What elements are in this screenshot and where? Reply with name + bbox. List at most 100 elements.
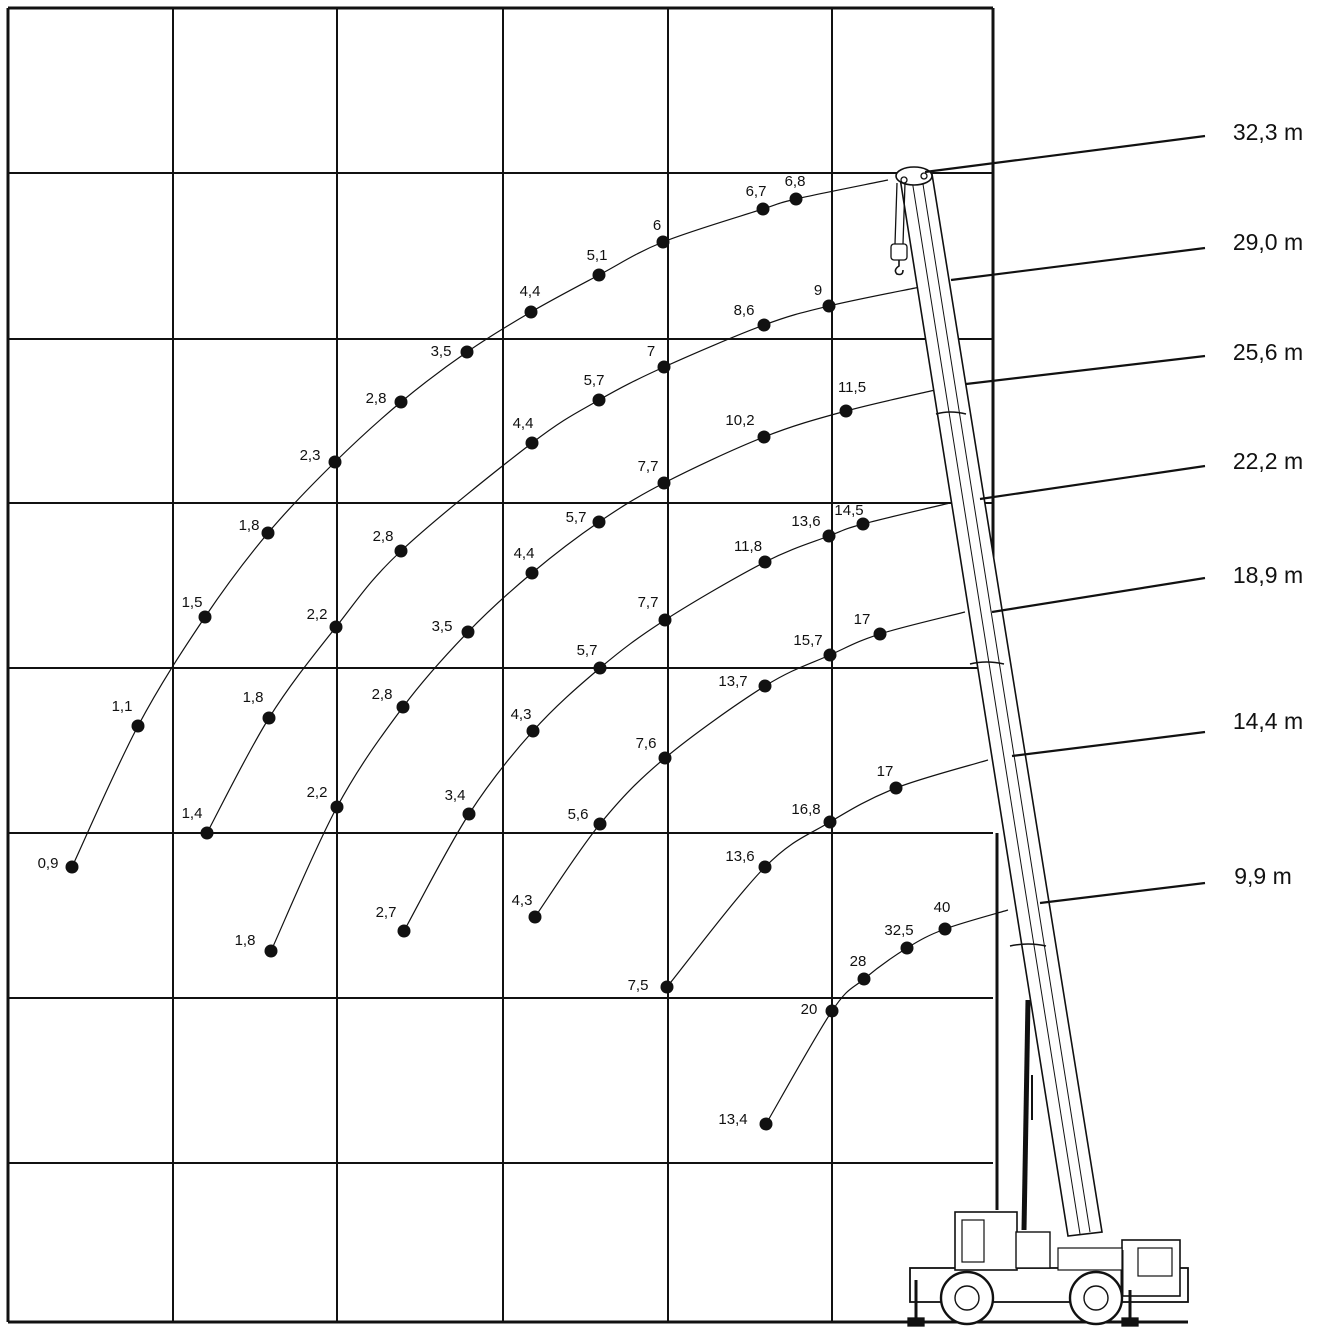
load-value-label: 6,7 bbox=[746, 183, 767, 200]
radius-arc bbox=[71, 179, 889, 868]
load-value-label: 5,7 bbox=[584, 372, 605, 389]
boom-length-label: 22,2 m bbox=[1233, 448, 1303, 474]
boom-leader-line bbox=[950, 246, 1206, 282]
load-point-dot bbox=[825, 1004, 839, 1018]
load-point-dot bbox=[900, 941, 914, 955]
load-value-label: 1,5 bbox=[182, 594, 203, 611]
load-value-label: 5,1 bbox=[587, 247, 608, 264]
load-value-label: 10,2 bbox=[725, 412, 754, 429]
load-point-dot bbox=[198, 610, 212, 624]
load-point-dot bbox=[758, 555, 772, 569]
load-value-label: 1,4 bbox=[182, 805, 203, 822]
load-value-label: 9 bbox=[814, 282, 822, 299]
load-point-dot bbox=[329, 620, 343, 634]
boom-length-label: 25,6 m bbox=[1233, 339, 1303, 365]
load-point-dot bbox=[657, 360, 671, 374]
load-point-dot bbox=[938, 922, 952, 936]
load-point-dot bbox=[839, 404, 853, 418]
load-value-label: 15,7 bbox=[793, 632, 822, 649]
load-point-dot bbox=[460, 345, 474, 359]
load-point-dot bbox=[65, 860, 79, 874]
load-point-dot bbox=[330, 800, 344, 814]
radius-arc bbox=[403, 502, 951, 932]
boom-length-label: 18,9 m bbox=[1233, 562, 1303, 588]
load-point-dot bbox=[789, 192, 803, 206]
load-value-label: 0,9 bbox=[38, 855, 59, 872]
load-value-label: 5,7 bbox=[566, 509, 587, 526]
load-value-label: 2,8 bbox=[372, 686, 393, 703]
load-value-label: 4,4 bbox=[514, 545, 535, 562]
load-value-label: 2,7 bbox=[376, 904, 397, 921]
load-point-dot bbox=[264, 944, 278, 958]
load-value-label: 5,7 bbox=[577, 642, 598, 659]
load-point-dot bbox=[823, 815, 837, 829]
boom-length-label: 32,3 m bbox=[1233, 119, 1303, 145]
load-value-label: 32,5 bbox=[884, 922, 913, 939]
load-value-label: 40 bbox=[934, 899, 951, 916]
boom-leader-line bbox=[979, 464, 1206, 501]
load-value-label: 16,8 bbox=[791, 801, 820, 818]
load-point-dot bbox=[758, 679, 772, 693]
load-point-dot bbox=[262, 711, 276, 725]
radius-arc bbox=[534, 611, 966, 918]
boom-leader-line bbox=[1011, 730, 1206, 758]
load-value-label: 1,8 bbox=[243, 689, 264, 706]
load-point-dot bbox=[131, 719, 145, 733]
load-point-dot bbox=[328, 455, 342, 469]
load-point-dot bbox=[822, 529, 836, 543]
load-value-label: 4,4 bbox=[520, 283, 541, 300]
load-point-dot bbox=[823, 648, 837, 662]
load-value-label: 13,6 bbox=[791, 513, 820, 530]
radius-arc bbox=[666, 759, 989, 988]
load-point-dot bbox=[759, 1117, 773, 1131]
load-point-dot bbox=[758, 860, 772, 874]
mobile-crane-icon bbox=[890, 166, 1189, 1327]
boom-length-label: 29,0 m bbox=[1233, 229, 1303, 255]
load-point-dot bbox=[200, 826, 214, 840]
load-value-label: 4,3 bbox=[511, 706, 532, 723]
load-value-label: 17 bbox=[877, 763, 894, 780]
load-point-dot bbox=[593, 661, 607, 675]
load-point-dot bbox=[394, 395, 408, 409]
load-value-label: 1,8 bbox=[239, 517, 260, 534]
load-point-dot bbox=[528, 910, 542, 924]
load-point-dot bbox=[525, 436, 539, 450]
load-value-label: 2,2 bbox=[307, 784, 328, 801]
load-value-label: 28 bbox=[850, 953, 867, 970]
load-point-dot bbox=[397, 924, 411, 938]
load-value-label: 8,6 bbox=[734, 302, 755, 319]
load-point-dot bbox=[757, 430, 771, 444]
boom-leader-line bbox=[924, 134, 1206, 174]
load-point-dot bbox=[656, 235, 670, 249]
load-point-dot bbox=[822, 299, 836, 313]
load-point-dot bbox=[592, 515, 606, 529]
load-value-label: 3,4 bbox=[445, 787, 466, 804]
load-point-dot bbox=[889, 781, 903, 795]
load-value-label: 7 bbox=[647, 343, 655, 360]
boom-length-label: 14,4 m bbox=[1233, 708, 1303, 734]
load-value-label: 13,6 bbox=[725, 848, 754, 865]
load-point-dot bbox=[526, 724, 540, 738]
load-value-label: 1,8 bbox=[235, 932, 256, 949]
load-value-label: 4,3 bbox=[512, 892, 533, 909]
load-point-dot bbox=[462, 807, 476, 821]
load-point-dot bbox=[856, 517, 870, 531]
load-value-label: 4,4 bbox=[513, 415, 534, 432]
load-point-dot bbox=[592, 268, 606, 282]
load-value-label: 7,7 bbox=[638, 594, 659, 611]
load-point-dot bbox=[657, 476, 671, 490]
load-point-dot bbox=[756, 202, 770, 216]
load-point-dot bbox=[660, 980, 674, 994]
load-point-dot bbox=[394, 544, 408, 558]
load-value-label: 13,7 bbox=[718, 673, 747, 690]
load-value-label: 14,5 bbox=[834, 502, 863, 519]
load-point-dot bbox=[525, 566, 539, 580]
load-point-dot bbox=[873, 627, 887, 641]
load-value-label: 3,5 bbox=[431, 343, 452, 360]
boom-leader-line bbox=[965, 354, 1206, 386]
load-value-label: 2,2 bbox=[307, 606, 328, 623]
boom-length-label: 9,9 m bbox=[1234, 863, 1292, 889]
load-value-label: 13,4 bbox=[718, 1111, 747, 1128]
load-value-label: 1,1 bbox=[112, 698, 133, 715]
